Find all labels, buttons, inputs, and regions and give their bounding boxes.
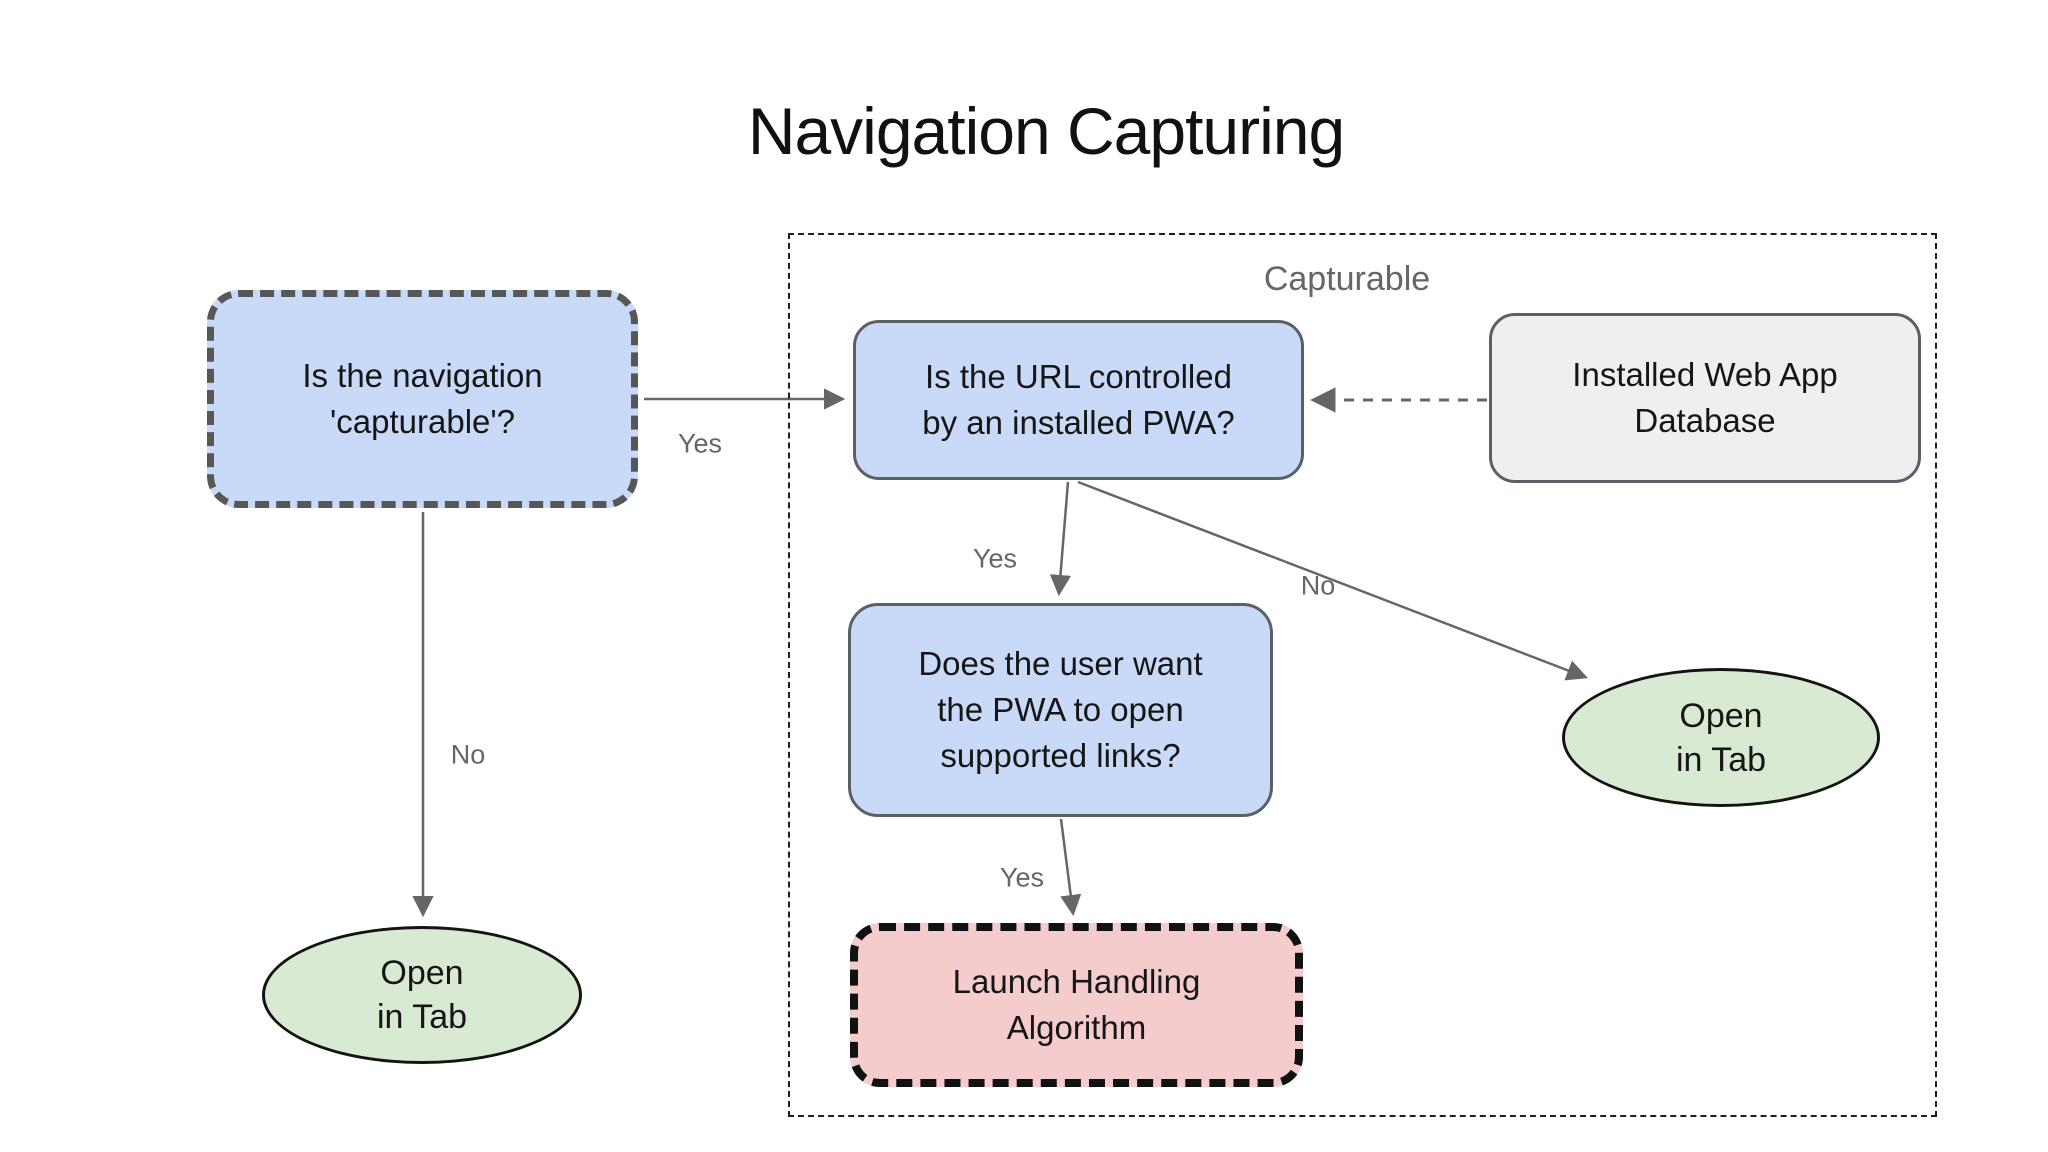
node-does-user-want-pwa-open-links-text: Does the user want the PWA to open suppo… bbox=[918, 645, 1203, 774]
edge-label-url-no: No bbox=[1300, 570, 1336, 601]
node-open-in-tab-left: Open in Tab bbox=[262, 926, 582, 1064]
edge-label-capturable-yes: Yes bbox=[677, 428, 723, 459]
node-open-in-tab-right: Open in Tab bbox=[1562, 668, 1880, 807]
edge-url-no-arrow bbox=[1077, 480, 1588, 681]
node-launch-handling-algorithm-text: Launch Handling Algorithm bbox=[952, 963, 1201, 1046]
node-open-in-tab-left-text: Open in Tab bbox=[376, 954, 468, 1036]
edge-url-yes-arrow bbox=[1049, 481, 1072, 597]
edge-label-url-yes: Yes bbox=[972, 543, 1018, 574]
node-launch-handling-algorithm: Launch Handling Algorithm bbox=[850, 923, 1303, 1087]
node-is-navigation-capturable-text: Is the navigation 'capturable'? bbox=[302, 357, 543, 440]
diagram-title: Navigation Capturing bbox=[747, 94, 1345, 168]
node-open-in-tab-right-text: Open in Tab bbox=[1675, 696, 1767, 779]
node-installed-web-app-database-text: Installed Web App Database bbox=[1572, 356, 1838, 439]
node-is-navigation-capturable: Is the navigation 'capturable'? bbox=[207, 290, 638, 508]
edge-label-user-yes: Yes bbox=[999, 862, 1045, 893]
capturable-group-label: Capturable bbox=[1263, 260, 1431, 298]
edge-user-yes-arrow bbox=[1059, 818, 1082, 917]
capturable-group-boundary bbox=[788, 233, 1937, 1117]
node-does-user-want-pwa-open-links: Does the user want the PWA to open suppo… bbox=[848, 603, 1273, 817]
edge-label-capturable-no: No bbox=[450, 739, 486, 770]
node-installed-web-app-database: Installed Web App Database bbox=[1489, 313, 1921, 483]
node-is-url-controlled-by-pwa-text: Is the URL controlled by an installed PW… bbox=[922, 358, 1235, 441]
node-is-url-controlled-by-pwa: Is the URL controlled by an installed PW… bbox=[853, 320, 1304, 480]
